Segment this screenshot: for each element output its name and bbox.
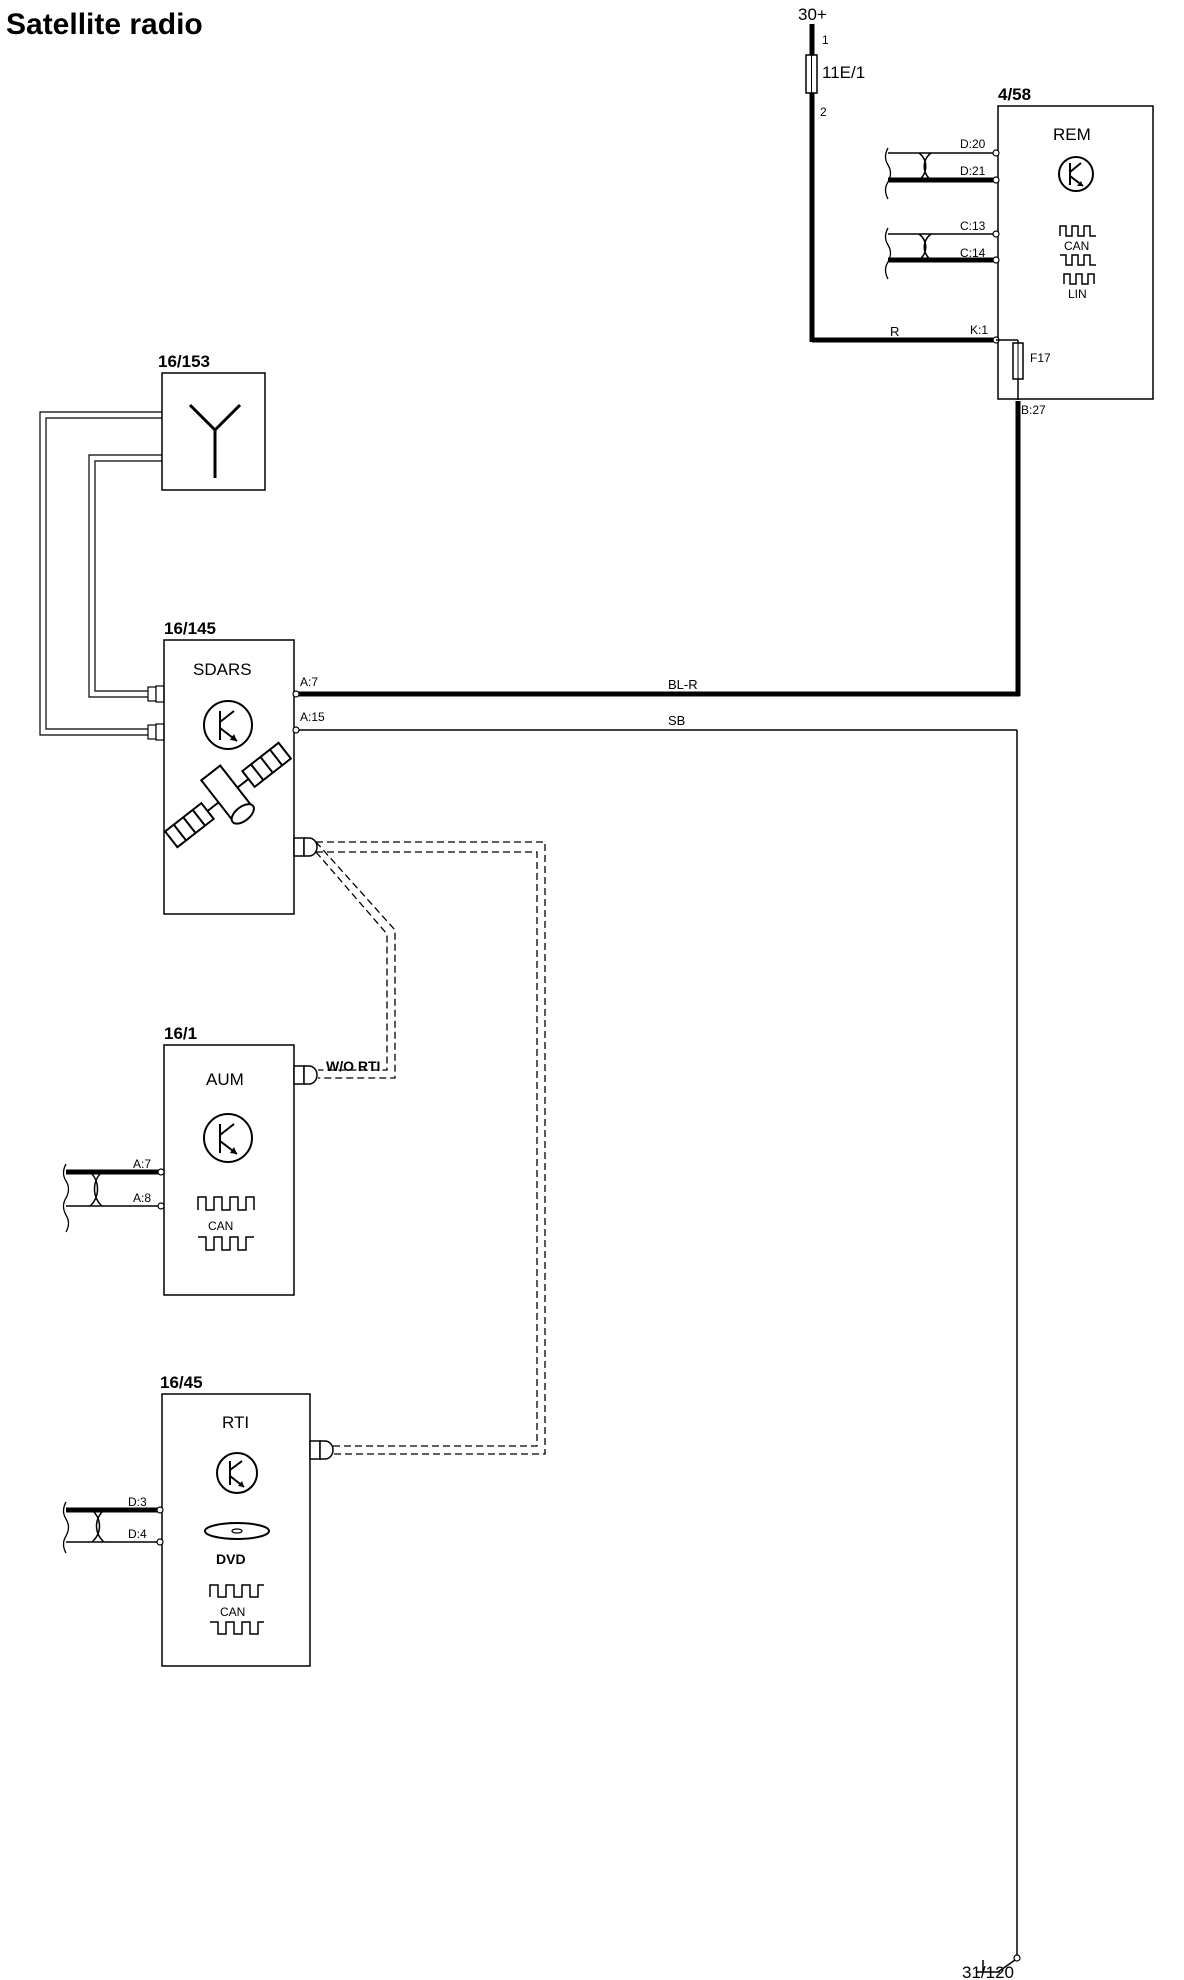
rti-can-twisted-pair	[62, 1501, 164, 1554]
rem-transistor-icon	[1058, 156, 1094, 192]
bus-wo-rti-label: W/O RTI	[326, 1058, 380, 1074]
sdars-pin-a15: A:15	[300, 710, 325, 724]
aum-data-connector	[293, 1065, 318, 1085]
antenna-module	[161, 372, 266, 491]
rti-media-label: DVD	[216, 1551, 246, 1567]
sdars-pin-a7: A:7	[300, 675, 318, 689]
rti-transistor-icon	[216, 1452, 258, 1494]
rem-can-label: CAN	[1064, 239, 1089, 253]
supply-label: 30+	[798, 5, 827, 24]
bus-sdars-aum	[315, 841, 396, 1079]
rem-pin-d20: D:20	[960, 137, 986, 151]
rem-pin-k1: K:1	[970, 323, 988, 337]
rem-pin-b27: B:27	[1021, 403, 1046, 417]
fuse-pin-1: 1	[822, 33, 829, 47]
page-title: Satellite radio	[6, 8, 203, 41]
aum-name: AUM	[206, 1070, 244, 1089]
rti-data-connector	[309, 1440, 334, 1460]
rem-lin-icon	[1063, 273, 1095, 285]
aum-id: 16/1	[164, 1024, 197, 1043]
sdars-module	[163, 639, 295, 915]
rem-can-twisted-pair-2	[884, 227, 1000, 280]
dvd-disc-icon	[204, 1522, 270, 1540]
rem-module	[997, 105, 1154, 400]
bus-sdars-rti	[316, 841, 546, 1455]
aum-pin-a8: A:8	[133, 1191, 151, 1205]
rti-pin-d4: D:4	[128, 1527, 147, 1541]
rti-can-label: CAN	[220, 1605, 245, 1619]
fuse-11e1-label: 11E/1	[822, 63, 865, 82]
rti-module	[161, 1393, 311, 1667]
aum-module	[163, 1044, 295, 1296]
antenna-id: 16/153	[158, 352, 210, 371]
rem-can-icon	[1059, 225, 1096, 266]
fuse-pin-2: 2	[820, 105, 827, 119]
sdars-transistor-icon	[203, 700, 253, 750]
aum-transistor-icon	[203, 1113, 253, 1163]
ground-symbol	[976, 1954, 1021, 1973]
rem-pin-c14: C:14	[960, 246, 986, 260]
aum-can-label: CAN	[208, 1219, 233, 1233]
aum-can-icon	[197, 1196, 255, 1251]
rti-id: 16/45	[160, 1373, 203, 1392]
fuse-f17-label: F17	[1030, 351, 1051, 365]
sdars-antenna-connectors	[147, 685, 165, 741]
rti-can-icon	[209, 1584, 264, 1635]
wire-bl-r-label: BL-R	[668, 677, 698, 692]
antenna-icon	[188, 403, 242, 478]
ground-label: 31/120	[962, 1963, 1014, 1980]
satellite-icon	[163, 741, 293, 849]
rem-pin-c13: C:13	[960, 219, 986, 233]
antenna-coax-cables	[39, 411, 162, 736]
rem-lin-label: LIN	[1068, 287, 1087, 301]
rem-id: 4/58	[998, 85, 1031, 104]
aum-can-twisted-pair	[62, 1163, 165, 1233]
wire-r-label: R	[890, 324, 899, 339]
wire-sb-label: SB	[668, 713, 685, 728]
rem-pin-d21: D:21	[960, 164, 986, 178]
sdars-id: 16/145	[164, 619, 216, 638]
rti-pin-d3: D:3	[128, 1495, 147, 1509]
aum-pin-a7: A:7	[133, 1157, 151, 1171]
sdars-name: SDARS	[193, 660, 252, 679]
rem-name: REM	[1053, 125, 1091, 144]
sdars-data-connector	[293, 837, 318, 857]
rti-name: RTI	[222, 1413, 249, 1432]
rem-can-twisted-pair-1	[884, 147, 1000, 200]
